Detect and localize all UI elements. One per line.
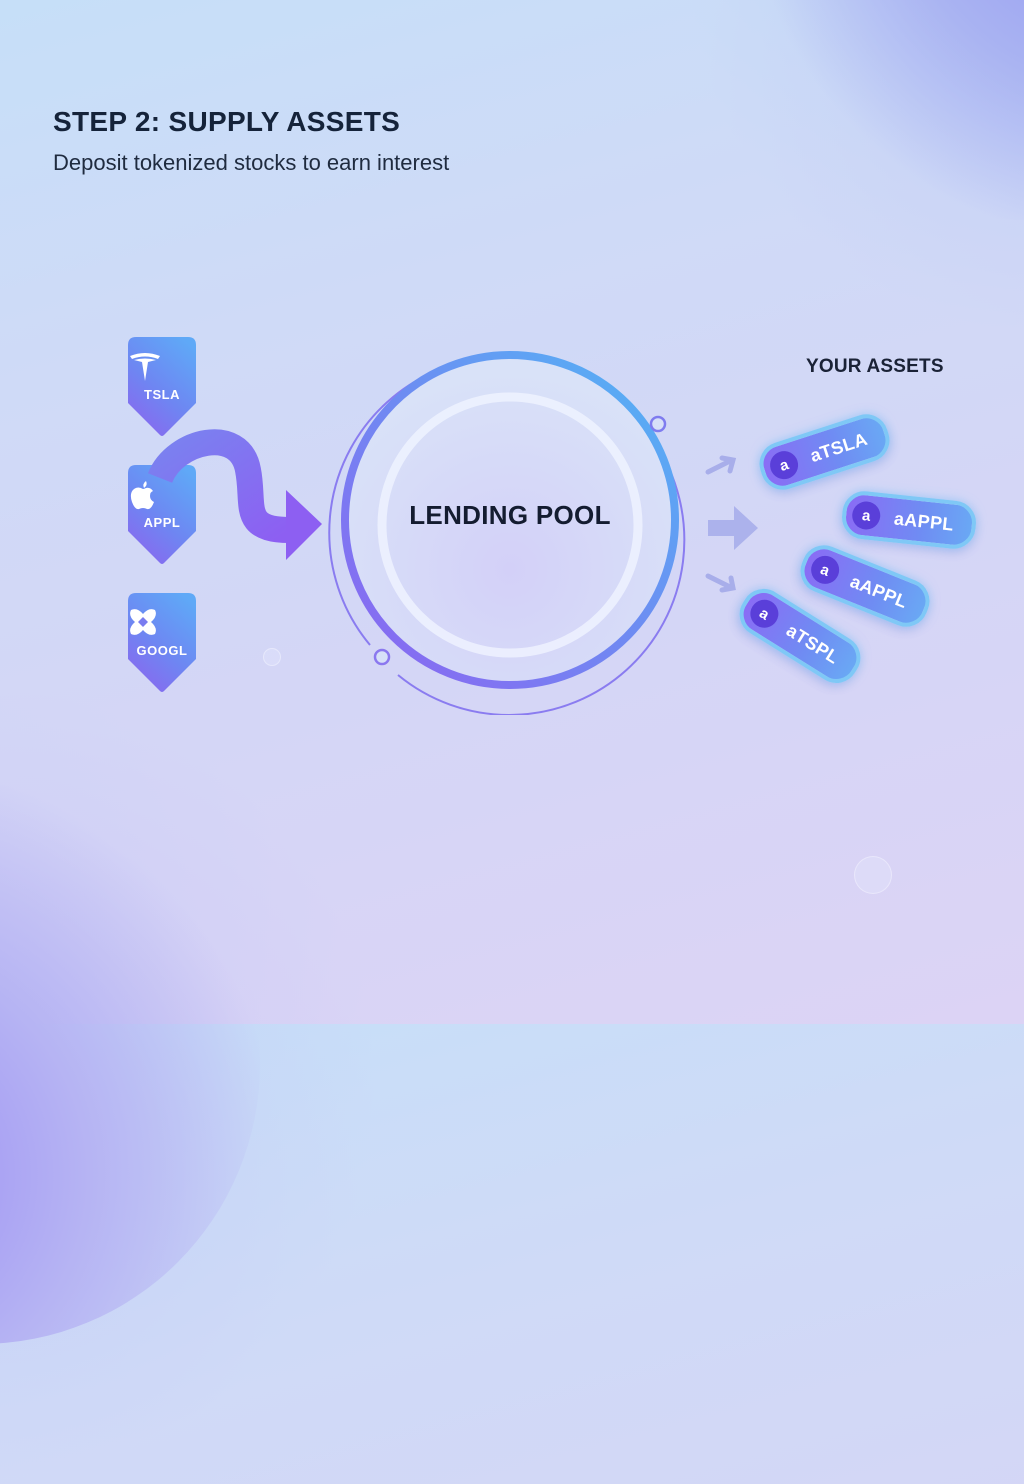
atoken-coin-icon: a: [850, 500, 882, 531]
token-name: aAPPL: [893, 507, 955, 535]
decorative-bubble: [263, 648, 281, 666]
stock-ticker: APPL: [143, 515, 181, 530]
atoken-coin-icon: a: [766, 447, 802, 483]
token-name: aAPPL: [847, 570, 911, 612]
page-subtitle: Deposit tokenized stocks to earn interes…: [53, 150, 450, 175]
page-title: STEP 2: SUPPLY ASSETS: [53, 106, 401, 137]
decorative-bubble: [854, 856, 892, 894]
stock-tag-googl[interactable]: GOOGL: [128, 593, 196, 693]
atoken-coin-icon: a: [745, 594, 784, 634]
stock-tag-tsla[interactable]: TSLA: [128, 337, 196, 437]
deposit-flow-arrow: [147, 429, 322, 560]
your-assets-heading: YOUR ASSETS: [806, 356, 944, 377]
stock-ticker: TSLA: [144, 387, 180, 402]
stock-tag-appl[interactable]: APPL: [128, 465, 196, 565]
atoken-coin-icon: a: [806, 551, 844, 589]
lending-pool-label: LENDING POOL: [409, 500, 611, 530]
lending-pool-diagram[interactable]: [320, 335, 700, 715]
stock-ticker: GOOGL: [136, 643, 188, 658]
token-name: aTSLA: [807, 428, 870, 466]
output-arrows: [705, 455, 758, 593]
